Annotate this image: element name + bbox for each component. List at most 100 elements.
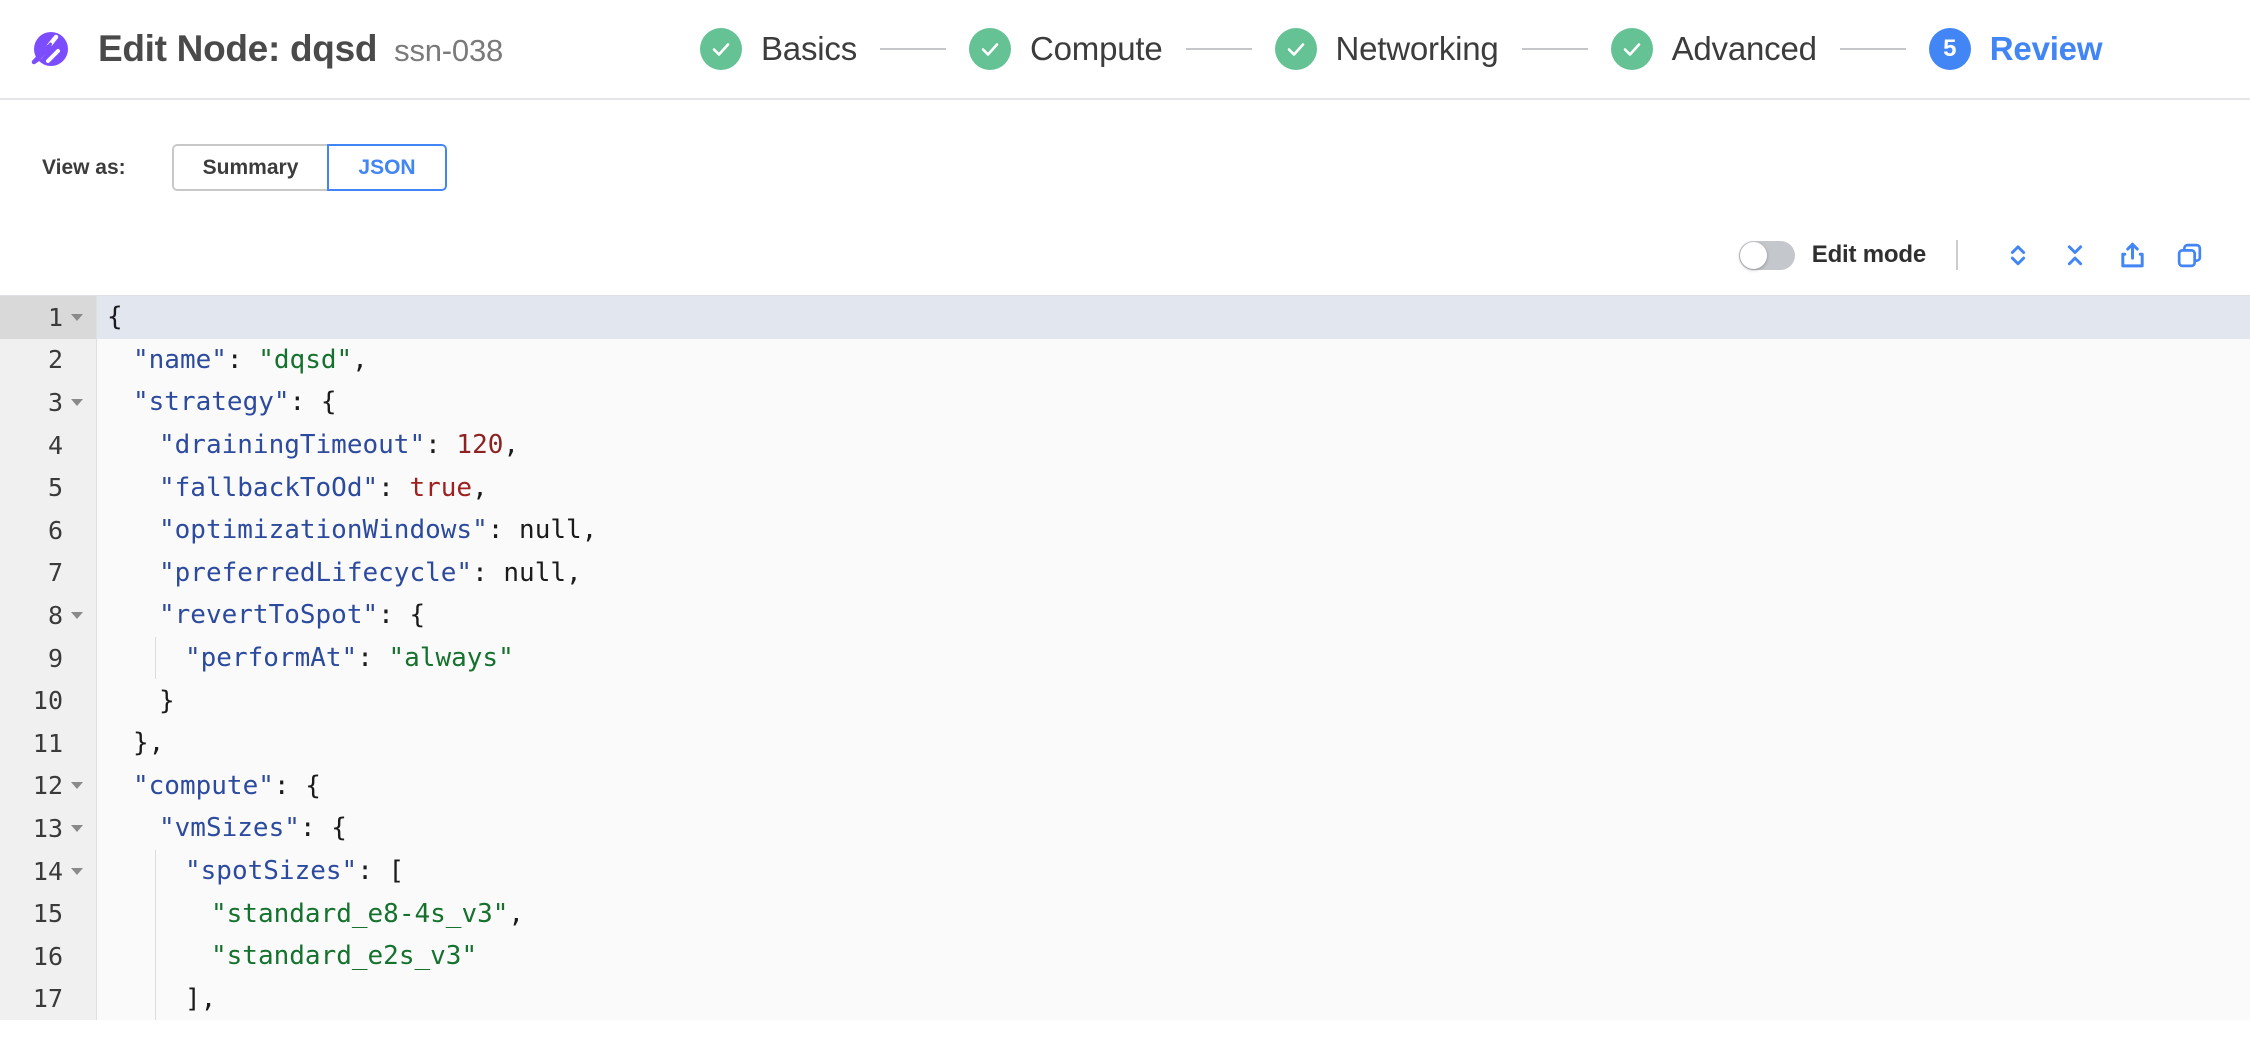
code-line[interactable]: 11}, [0, 721, 2250, 765]
line-number: 12 [32, 771, 63, 801]
stepper-step-advanced[interactable]: Advanced [1610, 28, 1817, 70]
view-as-segmented-control[interactable]: Summary JSON [171, 144, 447, 191]
code-text[interactable]: }, [97, 722, 2250, 765]
code-line[interactable]: 1{ [0, 296, 2250, 339]
export-icon[interactable] [2109, 235, 2155, 275]
code-text[interactable]: "revertToSpot": { [97, 594, 2250, 637]
line-number: 9 [47, 643, 63, 673]
chevron-down-icon[interactable] [71, 313, 83, 321]
line-number: 1 [47, 302, 63, 332]
fold-arrow-icon[interactable] [68, 824, 86, 832]
token-key: "drainingTimeout" [159, 430, 426, 461]
line-gutter: 6 [0, 508, 97, 552]
line-number: 8 [47, 600, 63, 630]
code-text[interactable]: "standard_e8-4s_v3", [97, 892, 2250, 935]
brand-block: Edit Node: dqsd ssn-038 [26, 26, 503, 72]
code-line[interactable]: 14"spotSizes": [ [0, 849, 2250, 893]
token-str: "always" [388, 643, 514, 674]
code-body[interactable]: 1{2"name": "dqsd",3"strategy": {4"draini… [0, 296, 2250, 1020]
edit-mode-toggle[interactable] [1738, 240, 1795, 270]
code-text[interactable]: "vmSizes": { [97, 807, 2250, 850]
stepper-step-review[interactable]: 5 Review [1928, 28, 2103, 70]
code-text[interactable]: "standard_e2s_v3" [97, 934, 2250, 978]
code-text[interactable]: "performAt": "always" [97, 636, 2250, 680]
indent-guide [155, 892, 156, 935]
chevron-down-icon[interactable] [71, 782, 83, 790]
code-line[interactable]: 8 "revertToSpot": { [0, 594, 2250, 637]
line-gutter: 15 [0, 892, 97, 935]
code-text[interactable]: "fallbackToOd": true, [97, 466, 2250, 509]
chevron-down-icon[interactable] [71, 867, 83, 875]
token-null: null [503, 557, 567, 588]
code-line[interactable]: 5"fallbackToOd": true, [0, 466, 2250, 509]
code-line[interactable]: 7"preferredLifecycle": null, [0, 551, 2250, 595]
code-text[interactable]: "spotSizes": [ [97, 849, 2250, 893]
code-line[interactable]: 15"standard_e8-4s_v3", [0, 892, 2250, 935]
fold-arrow-icon[interactable] [68, 782, 86, 790]
code-tokens: }, [107, 730, 164, 756]
code-text[interactable]: "strategy": { [97, 381, 2250, 424]
code-line[interactable]: 3"strategy": { [0, 381, 2250, 424]
code-tokens: } [107, 688, 175, 714]
token-punct: { [107, 302, 123, 333]
fold-arrow-icon[interactable] [68, 398, 86, 406]
token-punct: : { [273, 770, 321, 801]
code-line[interactable]: 10} [0, 679, 2250, 722]
stepper-label-networking: Networking [1335, 30, 1499, 67]
collapse-all-icon[interactable] [2052, 235, 2098, 275]
fold-arrow-icon[interactable] [68, 611, 86, 619]
code-text[interactable]: "drainingTimeout": 120, [97, 424, 2250, 467]
view-as-row: View as: Summary JSON [0, 100, 2250, 191]
json-editor[interactable]: 1{2"name": "dqsd",3"strategy": {4"draini… [0, 295, 2250, 1020]
code-line[interactable]: 6"optimizationWindows": null, [0, 508, 2250, 552]
fold-arrow-icon[interactable] [68, 867, 86, 875]
line-number: 13 [32, 813, 63, 843]
code-line[interactable]: 9 "performAt": "always" [0, 636, 2250, 680]
code-text[interactable]: "optimizationWindows": null, [97, 509, 2250, 552]
code-text[interactable]: "name": "dqsd", [97, 339, 2250, 382]
line-gutter: 11 [0, 721, 97, 765]
code-text[interactable]: "compute": { [97, 765, 2250, 808]
token-punct: , [352, 344, 368, 375]
code-line[interactable]: 16 "standard_e2s_v3" [0, 934, 2250, 978]
stepper-step-compute[interactable]: Compute [969, 28, 1163, 70]
page-subtitle: ssn-038 [394, 33, 504, 68]
chevron-down-icon[interactable] [71, 611, 83, 619]
code-text[interactable]: "preferredLifecycle": null, [97, 552, 2250, 595]
line-gutter: 10 [0, 679, 97, 722]
chevron-down-icon[interactable] [71, 398, 83, 406]
stepper-step-basics[interactable]: Basics [700, 28, 857, 70]
view-as-option-summary[interactable]: Summary [171, 144, 330, 191]
token-str: "standard_e2s_v3" [211, 941, 478, 972]
token-punct: } [159, 685, 175, 716]
stepper-step-networking[interactable]: Networking [1274, 28, 1499, 70]
code-tokens: "preferredLifecycle": null, [107, 560, 582, 586]
chevron-down-icon[interactable] [71, 824, 83, 832]
page-header: Edit Node: dqsd ssn-038 Basics Compute N… [0, 0, 2250, 100]
code-tokens: "name": "dqsd", [107, 347, 368, 373]
code-line[interactable]: 4"drainingTimeout": 120, [0, 423, 2250, 467]
stepper-label-review: Review [1989, 30, 2103, 67]
code-text[interactable]: ], [97, 977, 2250, 1020]
line-gutter: 13 [0, 807, 97, 850]
stepper-connector [1185, 48, 1252, 50]
code-text[interactable]: } [97, 679, 2250, 722]
line-number: 16 [32, 941, 63, 971]
code-line[interactable]: 13 "vmSizes": { [0, 807, 2250, 850]
copy-icon[interactable] [2166, 235, 2212, 275]
code-line[interactable]: 17], [0, 977, 2250, 1020]
toggle-knob [1739, 241, 1767, 269]
code-text[interactable]: { [97, 296, 2250, 339]
view-as-option-json[interactable]: JSON [327, 144, 447, 191]
code-line[interactable]: 12 "compute": { [0, 764, 2250, 808]
token-key: "optimizationWindows" [159, 515, 488, 546]
code-tokens: "spotSizes": [ [107, 858, 404, 884]
token-punct: }, [133, 728, 165, 759]
expand-all-icon[interactable] [1995, 235, 2041, 275]
code-line[interactable]: 2"name": "dqsd", [0, 338, 2250, 382]
code-tokens: ], [107, 986, 216, 1012]
fold-arrow-icon[interactable] [68, 313, 86, 321]
token-punct: : { [289, 387, 337, 418]
token-punct: : { [299, 813, 347, 844]
token-key: "name" [133, 344, 227, 375]
